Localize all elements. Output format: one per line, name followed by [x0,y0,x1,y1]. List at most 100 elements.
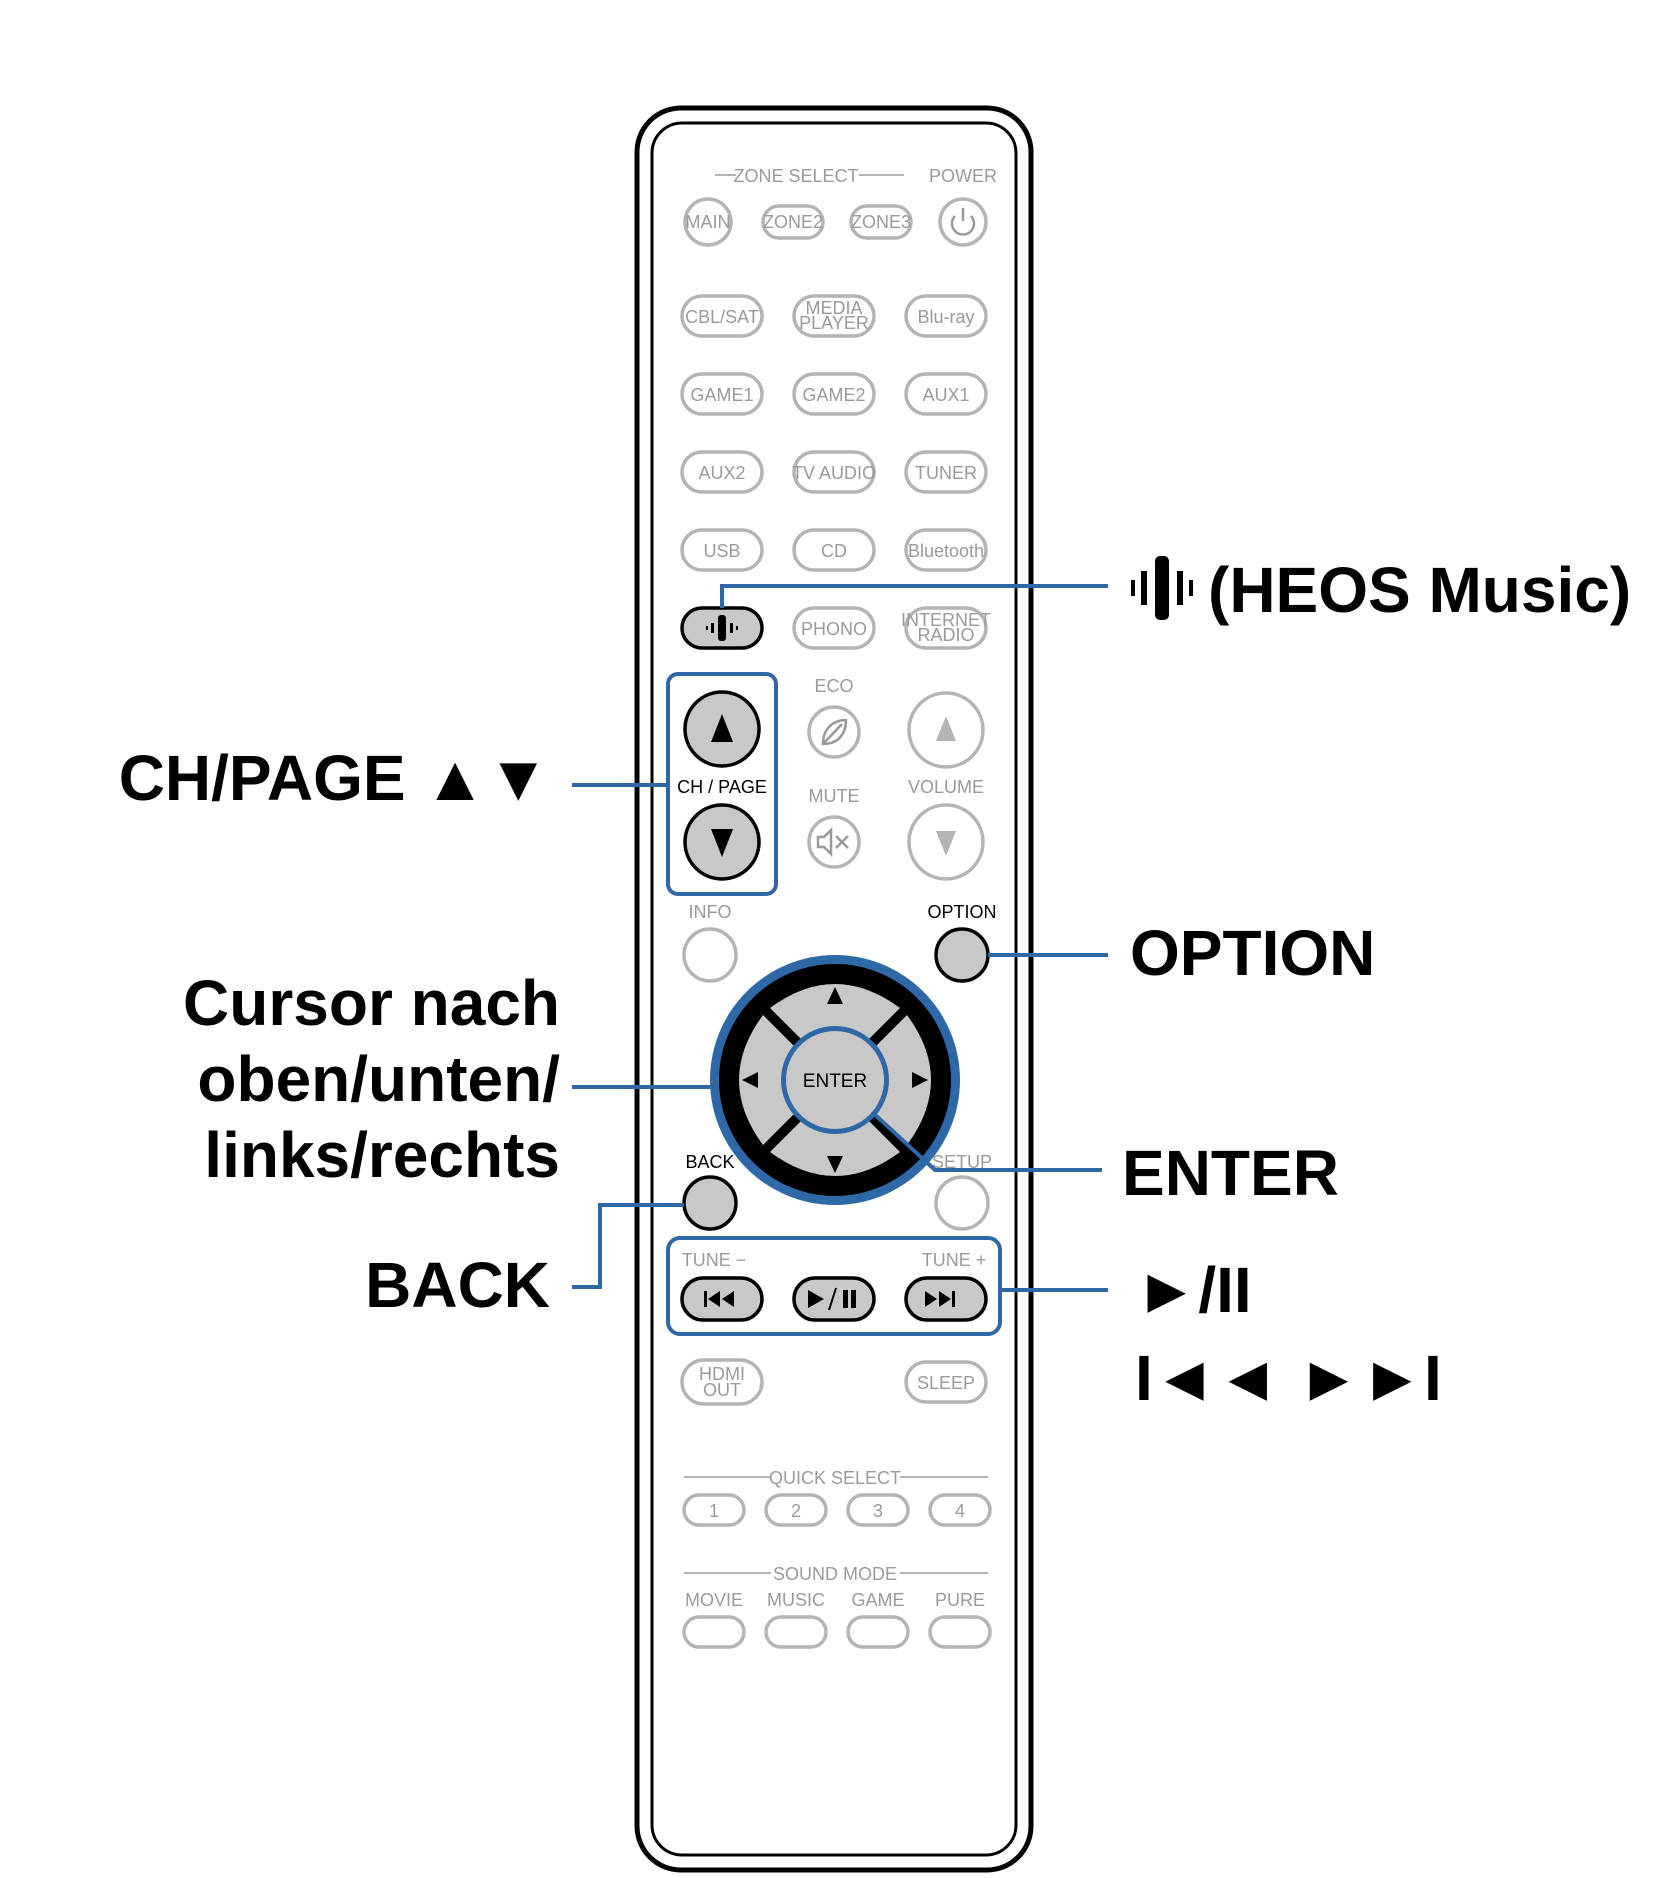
svg-text:1: 1 [709,1501,719,1521]
svg-text:PHONO: PHONO [801,619,867,639]
skip-forward-button[interactable] [904,1276,988,1322]
zone3-button[interactable]: ZONE3 [849,204,913,240]
svg-text:MEDIA: MEDIA [805,298,862,318]
tv-audio-button[interactable]: TV AUDIO [792,450,876,494]
cursor-pad: ENTER [710,955,960,1205]
transport-highlight [666,1236,1002,1336]
quick-select-1-button[interactable]: 1 [682,1493,746,1527]
mute-label: MUTE [809,786,860,806]
svg-text:USB: USB [703,541,740,561]
pure-button[interactable] [928,1615,992,1649]
bluetooth-button[interactable]: Bluetooth [904,528,988,572]
heos-music-button[interactable] [680,606,764,650]
aux2-button[interactable]: AUX2 [680,450,764,494]
music-label: MUSIC [767,1590,825,1610]
svg-text:CBL/SAT: CBL/SAT [685,307,759,327]
volume-label: VOLUME [908,777,984,797]
svg-text:GAME2: GAME2 [802,385,865,405]
heos-callout-icon [1131,556,1193,620]
music-button[interactable] [764,1615,828,1649]
quick-select-3-button[interactable]: 3 [846,1493,910,1527]
option-label: OPTION [927,902,996,922]
skip-callout: I◄◄ ►►I [1135,1342,1442,1414]
back-callout: BACK [365,1249,550,1321]
tuner-button[interactable]: TUNER [904,450,988,494]
cbl-sat-button[interactable]: CBL/SAT [680,294,764,338]
mute-icon [816,826,849,858]
svg-text:4: 4 [955,1501,965,1521]
eco-button[interactable] [807,705,861,759]
cursor-right-button[interactable] [875,1015,931,1145]
skip-back-icon [704,1291,734,1307]
heos-icon [706,615,738,641]
play-pause-icon [808,1287,856,1311]
sound-mode-label: SOUND MODE [773,1564,897,1584]
quick-select-label: QUICK SELECT [769,1468,901,1488]
down-arrow-icon [711,829,733,857]
svg-text:2: 2 [791,1501,801,1521]
play-pause-callout: ►/II [1135,1254,1252,1326]
media-player-button[interactable]: MEDIA PLAYER [792,294,876,338]
internet-radio-button[interactable]: INTERNET RADIO [901,606,991,650]
usb-button[interactable]: USB [680,528,764,572]
mute-button[interactable] [807,815,861,869]
sleep-button[interactable]: SLEEP [904,1360,988,1404]
cursor-up-button[interactable] [770,984,900,1040]
svg-text:Blu-ray: Blu-ray [917,307,974,327]
tune-plus-label: TUNE + [922,1250,987,1270]
aux1-button[interactable]: AUX1 [904,372,988,416]
option-button[interactable] [934,927,990,983]
hdmi-out-button[interactable]: HDMI OUT [680,1358,764,1406]
remote-body-inner [650,121,1018,1857]
main-button[interactable]: MAIN [683,197,733,247]
svg-text:HDMI: HDMI [699,1364,745,1384]
heos-leader [720,584,1108,608]
svg-text:CD: CD [821,541,847,561]
game-button[interactable] [846,1615,910,1649]
svg-text:MAIN: MAIN [686,212,731,232]
svg-text:SLEEP: SLEEP [917,1373,975,1393]
left-arrow-icon [742,1072,758,1088]
setup-label: SETUP [932,1152,992,1172]
game1-button[interactable]: GAME1 [680,372,764,416]
volume-down-button[interactable] [907,803,985,881]
info-button[interactable] [682,927,738,983]
cursor-callout-line2: oben/unten/ [197,1043,560,1115]
enter-button[interactable]: ENTER [781,1026,889,1134]
game2-button[interactable]: GAME2 [792,372,876,416]
setup-button[interactable] [934,1175,990,1231]
power-label: POWER [929,166,997,186]
svg-text:INTERNET: INTERNET [901,610,991,630]
svg-text:Bluetooth: Bluetooth [908,541,984,561]
ch-page-up-button[interactable] [683,690,761,768]
play-pause-button[interactable] [792,1276,876,1322]
svg-text:TUNER: TUNER [915,463,977,483]
volume-up-button[interactable] [907,691,985,769]
movie-label: MOVIE [685,1590,743,1610]
phono-button[interactable]: PHONO [792,606,876,650]
blu-ray-button[interactable]: Blu-ray [904,294,988,338]
quick-select-2-button[interactable]: 2 [764,1493,828,1527]
skip-back-button[interactable] [680,1276,764,1322]
tune-minus-label: TUNE − [682,1250,747,1270]
back-button[interactable] [682,1175,738,1231]
power-button[interactable] [938,197,988,247]
svg-text:ZONE2: ZONE2 [763,212,823,232]
svg-text:RADIO: RADIO [917,625,974,645]
up-arrow-icon [711,714,733,742]
cursor-down-button[interactable] [770,1120,900,1176]
ch-page-callout: CH/PAGE ▲▼ [119,742,550,814]
zone2-button[interactable]: ZONE2 [761,204,825,240]
svg-text:GAME1: GAME1 [690,385,753,405]
ch-page-down-button[interactable] [683,803,761,881]
movie-button[interactable] [682,1615,746,1649]
cursor-left-button[interactable] [739,1015,795,1145]
enter-callout: ENTER [1122,1137,1339,1209]
pure-label: PURE [935,1590,985,1610]
svg-text:3: 3 [873,1501,883,1521]
cursor-callout-line1: Cursor nach [183,967,560,1039]
quick-select-4-button[interactable]: 4 [928,1493,992,1527]
svg-text:TV AUDIO: TV AUDIO [792,463,876,483]
cd-button[interactable]: CD [792,528,876,572]
